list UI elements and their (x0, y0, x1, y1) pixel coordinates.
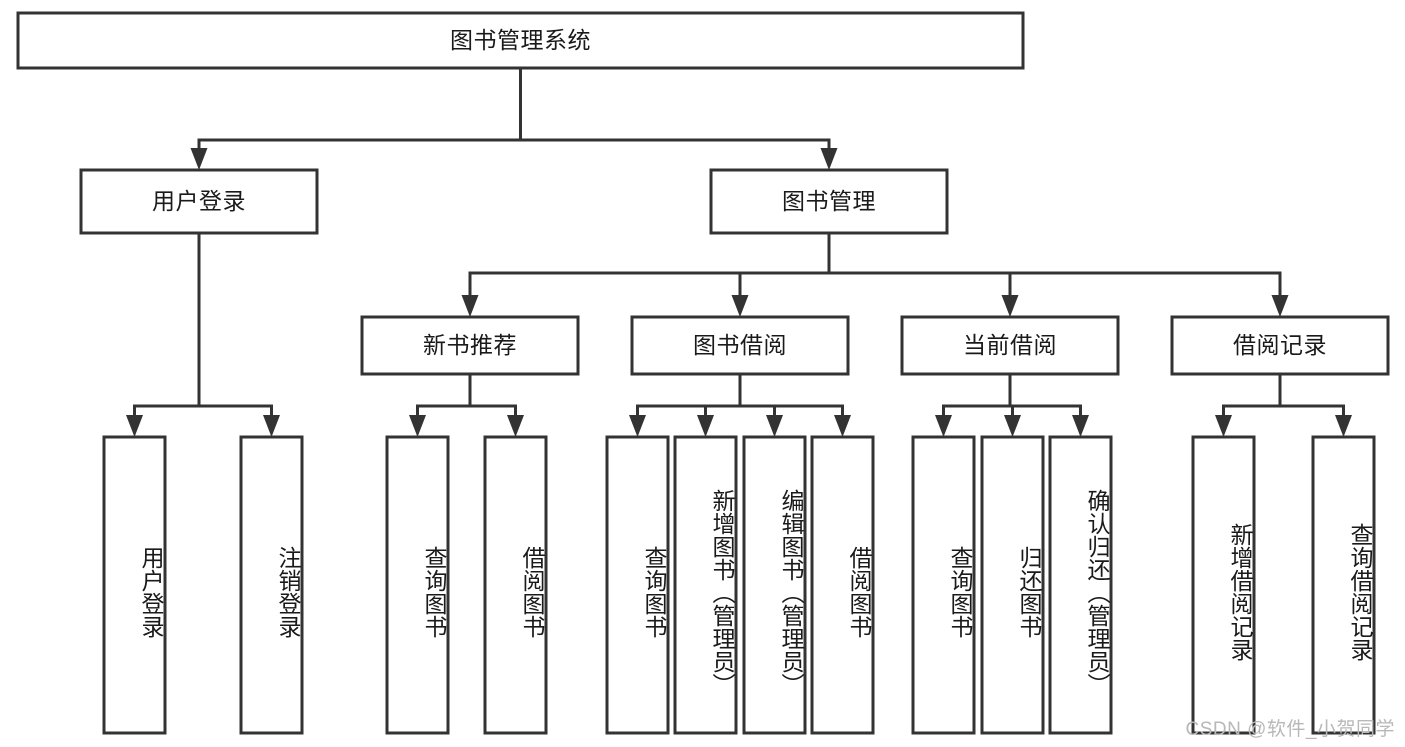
node-box-leaf-user-login[interactable] (102, 435, 167, 735)
arrow-head-icon (766, 415, 783, 437)
connector-line (738, 374, 776, 415)
arrow-head-icon (820, 148, 838, 170)
node-box-book-borrow[interactable] (630, 315, 850, 376)
node-box-leaf-borrow-book-recommend[interactable] (483, 435, 548, 735)
arrow-head-icon (1215, 415, 1232, 437)
connector-line (738, 233, 831, 295)
connector-line (636, 374, 742, 415)
node-box-leaf-edit-book-admin[interactable] (742, 435, 807, 735)
arrow-head-icon (1335, 415, 1352, 437)
arrow-head-icon (731, 295, 749, 317)
node-box-current-borrow[interactable] (900, 315, 1120, 376)
arrow-head-icon (507, 415, 524, 437)
connector-line (197, 233, 273, 415)
node-box-new-book-recommend[interactable] (360, 315, 580, 376)
node-box-leaf-query-book-borrow[interactable] (605, 435, 670, 735)
connector-line (704, 374, 742, 415)
arrow-head-icon (629, 415, 646, 437)
arrow-head-icon (1004, 415, 1021, 437)
arrow-head-icon (190, 148, 208, 170)
node-box-leaf-query-borrow-record[interactable] (1311, 435, 1376, 735)
node-box-leaf-add-book-admin[interactable] (673, 435, 738, 735)
connector-line (1278, 374, 1345, 415)
node-box-leaf-confirm-return-admin[interactable] (1048, 435, 1113, 735)
arrow-head-icon (1271, 295, 1289, 317)
node-box-leaf-query-book-current[interactable] (911, 435, 976, 735)
connector-line (468, 233, 831, 295)
connector-line (827, 233, 1012, 295)
connector-line (942, 374, 1012, 415)
arrow-head-icon (1001, 295, 1019, 317)
connector-line (519, 68, 831, 148)
node-box-borrow-record[interactable] (1170, 315, 1390, 376)
connector-line (197, 68, 522, 148)
node-box-root[interactable] (16, 11, 1025, 70)
connector-line (468, 374, 517, 415)
connector-line (416, 374, 472, 415)
connector-line (133, 233, 201, 415)
node-box-leaf-return-book[interactable] (980, 435, 1045, 735)
node-box-user-login[interactable] (79, 168, 319, 235)
arrow-head-icon (1072, 415, 1089, 437)
arrow-head-icon (263, 415, 280, 437)
arrow-head-icon (935, 415, 952, 437)
node-box-leaf-borrow-book[interactable] (810, 435, 875, 735)
connector-line (738, 374, 844, 415)
connector-line (1008, 374, 1082, 415)
connector-line (827, 233, 1282, 295)
arrow-head-icon (461, 295, 479, 317)
arrow-head-icon (834, 415, 851, 437)
node-box-book-manage[interactable] (709, 168, 949, 235)
node-box-leaf-user-logout[interactable] (239, 435, 304, 735)
arrow-head-icon (126, 415, 143, 437)
edge-layer (126, 68, 1352, 437)
node-box-leaf-query-book-recommend[interactable] (385, 435, 450, 735)
node-layer (16, 11, 1390, 735)
arrow-head-icon (409, 415, 426, 437)
connector-line (1222, 374, 1282, 415)
arrow-head-icon (697, 415, 714, 437)
node-box-leaf-add-borrow-record[interactable] (1191, 435, 1256, 735)
